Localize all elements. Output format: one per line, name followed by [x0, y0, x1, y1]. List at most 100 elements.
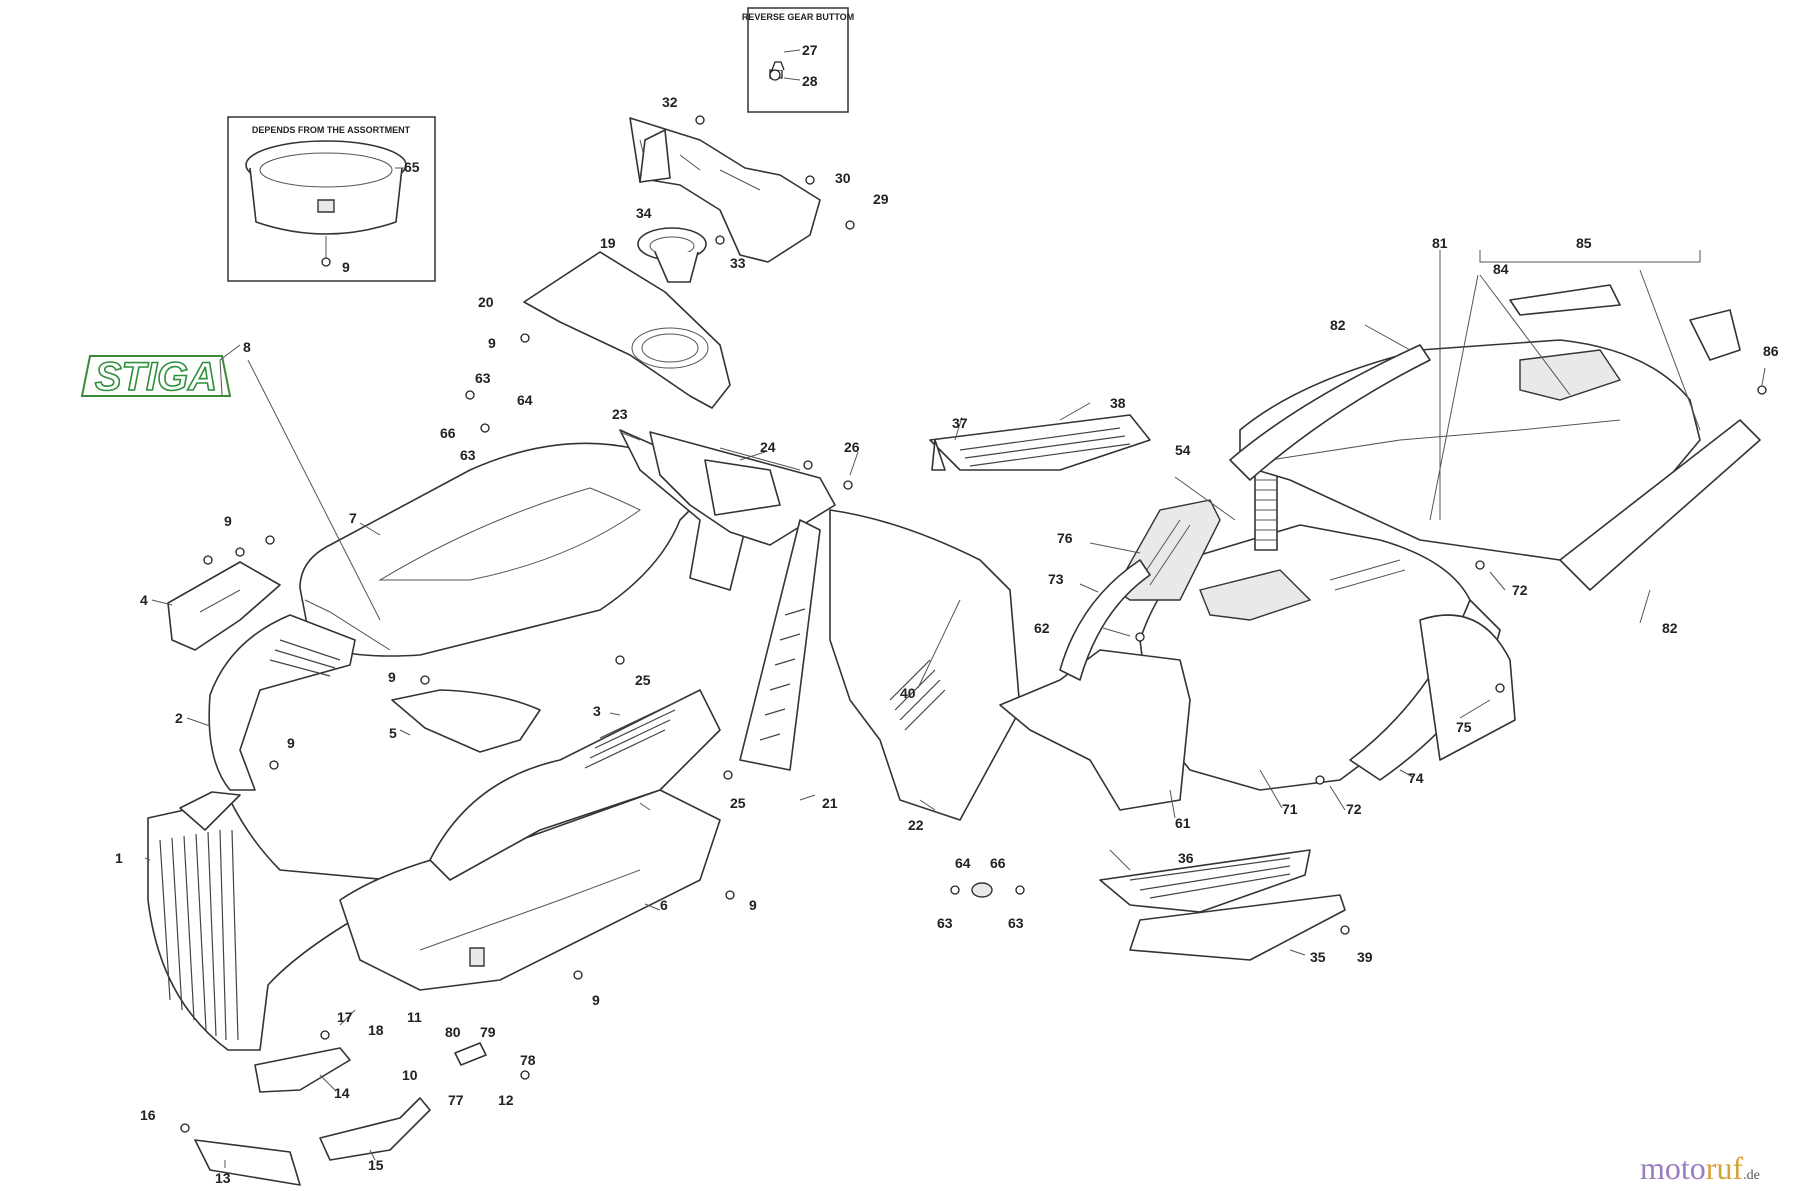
reverse-gear-title: REVERSE GEAR BUTTOM: [742, 12, 854, 22]
callout-9: 9: [488, 335, 496, 351]
callout-84: 84: [1493, 261, 1509, 277]
callout-12: 12: [498, 1092, 514, 1108]
callout-73: 73: [1048, 571, 1064, 587]
callout-82: 82: [1330, 317, 1346, 333]
callout-18: 18: [368, 1022, 384, 1038]
callout-9: 9: [592, 992, 600, 1008]
dashboard-upper-cover: [629, 117, 821, 263]
callout-76: 76: [1057, 530, 1073, 546]
callout-13: 13: [215, 1170, 231, 1186]
assortment-title: DEPENDS FROM THE ASSORTMENT: [252, 125, 411, 135]
corner-trim-86: [1689, 309, 1741, 361]
callout-82: 82: [1662, 620, 1678, 636]
callout-63: 63: [475, 370, 491, 386]
watermark-brand: motoruf.de: [1640, 1150, 1760, 1187]
hood: [299, 429, 756, 657]
front-side-cover-left: [208, 614, 356, 791]
plate-13: [194, 1139, 301, 1186]
side-rail-21: [739, 519, 821, 771]
callout-63: 63: [937, 915, 953, 931]
callout-33: 33: [730, 255, 746, 271]
callout-86: 86: [1763, 343, 1779, 359]
callout-39: 39: [1357, 949, 1373, 965]
callout-9: 9: [287, 735, 295, 751]
callout-40: 40: [900, 685, 916, 701]
watermark-tld: .de: [1743, 1168, 1760, 1183]
stiga-logo: STIGA: [80, 354, 232, 400]
callout-numbers: 32 30 29 34 33 19 20 9 8 63 64 66 63 23 …: [115, 94, 1779, 1186]
callout-9: 9: [749, 897, 757, 913]
floor-mat-36: [1099, 849, 1311, 913]
callout-30: 30: [835, 170, 851, 186]
callout-1: 1: [115, 850, 123, 866]
assortment-inset: DEPENDS FROM THE ASSORTMENT 65 9: [227, 116, 436, 282]
callout-77: 77: [448, 1092, 464, 1108]
side-panel-5: [391, 689, 541, 753]
callout-61: 61: [1175, 815, 1191, 831]
callout-25: 25: [635, 672, 651, 688]
fender-trim-73: [1059, 559, 1151, 681]
front-panel-61: [999, 649, 1191, 811]
callout-3: 3: [593, 703, 601, 719]
callout-32: 32: [662, 94, 678, 110]
callout-37: 37: [952, 415, 968, 431]
callout-63: 63: [1008, 915, 1024, 931]
callout-75: 75: [1456, 719, 1472, 735]
bracket-15: [319, 1097, 431, 1161]
callout-17: 17: [337, 1009, 353, 1025]
callout-66: 66: [440, 425, 456, 441]
callout-34: 34: [636, 205, 652, 221]
footrest-panel: [429, 689, 721, 881]
floor-mat-38: [929, 414, 1151, 471]
watermark-part1: moto: [1640, 1150, 1706, 1186]
callout-14: 14: [334, 1085, 350, 1101]
callout-36: 36: [1178, 850, 1194, 866]
callout-15: 15: [368, 1157, 384, 1173]
callout-72: 72: [1346, 801, 1362, 817]
callout-65: 65: [404, 159, 420, 175]
callout-29: 29: [873, 191, 889, 207]
leader-lines: [144, 250, 1766, 1168]
gear-lever-boot: [1254, 469, 1278, 551]
bracket-79: [454, 1042, 487, 1066]
callout-27: 27: [802, 42, 818, 58]
callout-9: 9: [388, 669, 396, 685]
callout-63: 63: [460, 447, 476, 463]
front-grille: [147, 791, 391, 1051]
callout-66: 66: [990, 855, 1006, 871]
callout-28: 28: [802, 73, 818, 89]
dashboard-lower-cover: [523, 251, 731, 409]
reverse-gear-inset: REVERSE GEAR BUTTOM 27 28: [742, 7, 854, 113]
rear-fender-extension: [1419, 614, 1516, 761]
headlight-bracket: [167, 561, 281, 651]
fasteners: [180, 69, 1767, 1133]
side-trim-82-right: [1559, 419, 1761, 591]
stiga-logo-text: STIGA: [95, 355, 217, 399]
callout-6: 6: [660, 897, 668, 913]
callout-19: 19: [600, 235, 616, 251]
callout-9: 9: [224, 513, 232, 529]
callout-74: 74: [1408, 770, 1424, 786]
callout-4: 4: [140, 592, 148, 608]
watermark-part2: ruf: [1705, 1150, 1744, 1186]
callout-23: 23: [612, 406, 628, 422]
callout-5: 5: [389, 725, 397, 741]
callout-79: 79: [480, 1024, 496, 1040]
callout-7: 7: [349, 510, 357, 526]
callout-2: 2: [175, 710, 183, 726]
callout-16: 16: [140, 1107, 156, 1123]
callout-62: 62: [1034, 620, 1050, 636]
callout-20: 20: [478, 294, 494, 310]
cup-holder-ring: [637, 227, 707, 283]
callout-80: 80: [445, 1024, 461, 1040]
callout-35: 35: [1310, 949, 1326, 965]
callout-26: 26: [844, 439, 860, 455]
callout-11: 11: [407, 1009, 422, 1025]
callout-78: 78: [520, 1052, 536, 1068]
callout-81: 81: [1432, 235, 1448, 251]
trim-85: [1509, 284, 1621, 316]
callout-71: 71: [1282, 801, 1298, 817]
callout-9: 9: [342, 259, 350, 275]
callout-54: 54: [1175, 442, 1191, 458]
dash-frame-22: [829, 509, 1021, 821]
